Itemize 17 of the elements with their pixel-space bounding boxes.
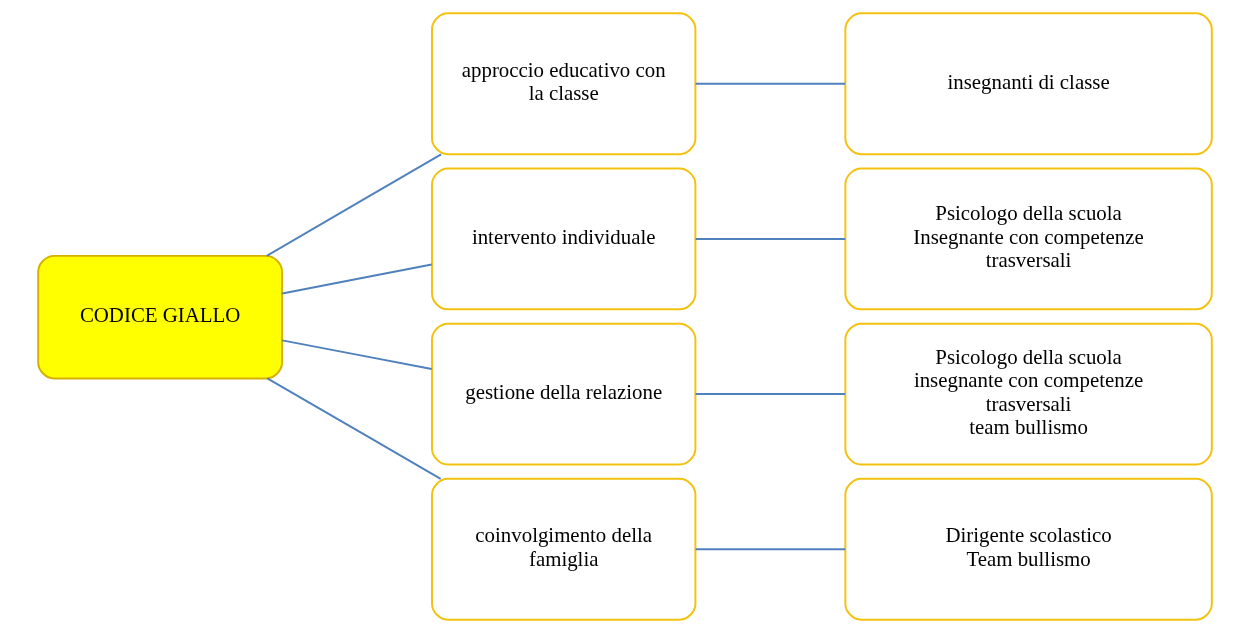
connector — [694, 237, 846, 240]
node-box: Dirigente scolastico Team bullismo — [843, 477, 1213, 621]
connector — [694, 82, 846, 85]
connector — [694, 548, 846, 551]
node-box: approccio educativo con la classe — [430, 12, 696, 156]
node-box: intervento individuale — [430, 167, 696, 311]
node-box: gestione della relazione — [430, 322, 696, 466]
node-box: Psicologo della scuola insegnante con competenze trasversali team bullismo — [843, 322, 1213, 466]
connector — [265, 377, 442, 480]
node-box: CODICE GIALLO — [36, 254, 283, 380]
connector — [280, 263, 433, 295]
node-box: insegnanti di classe — [843, 12, 1213, 156]
connector — [694, 393, 846, 396]
node-box: Psicologo della scuola Insegnante con competenze trasversali — [843, 167, 1213, 311]
node-box: coinvolgimento della famiglia — [430, 477, 696, 621]
connector — [265, 153, 442, 257]
connector — [280, 339, 433, 370]
